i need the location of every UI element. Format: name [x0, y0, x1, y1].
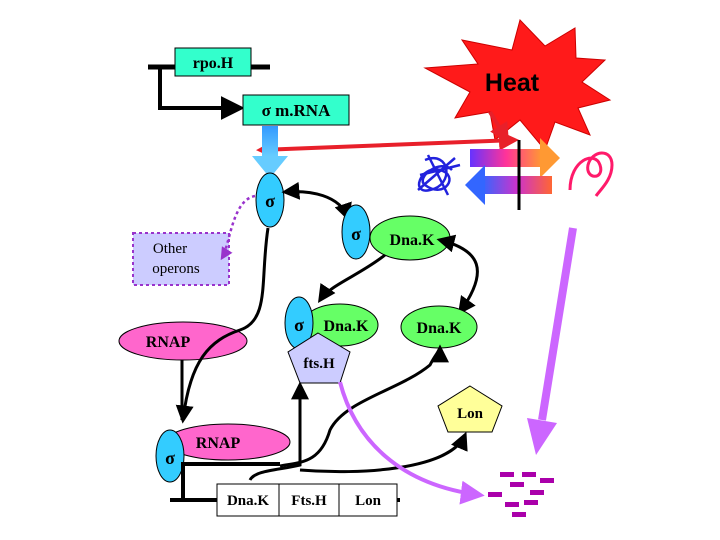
sigma-dnak-upper: σ Dna.K [341, 204, 451, 261]
folding-arrow-left-shaft [482, 176, 552, 194]
gene-ftsh-box [278, 483, 340, 517]
heat-to-arrow-red [488, 110, 510, 144]
fragment-6 [530, 490, 544, 495]
sigma-complex-symbol: σ [294, 315, 304, 335]
gene-dnak-box [216, 483, 280, 517]
transcription-arrow [158, 67, 245, 120]
dnak-complex-label: Dna.K [324, 318, 369, 335]
translation-arrow [252, 126, 288, 178]
dnak-free-label: Dna.K [417, 320, 462, 337]
dnak-synthesis-arrow [279, 344, 449, 468]
heat-shock-operon: Dna.K Fts.H Lon [170, 462, 400, 517]
rpoh-gene-label: rpo.H [193, 55, 234, 72]
dnak-to-complex-arrow [317, 253, 386, 303]
mrna-box [242, 94, 350, 126]
rpoh-gene-box [174, 47, 252, 77]
sigma-mrna: σ m.RNA [242, 94, 350, 126]
dnak-release-arrow [436, 234, 479, 315]
rnap-free: RNAP [118, 321, 248, 361]
sigma-to-holoenzyme-arrow [175, 227, 270, 424]
other-operons: Other operons [132, 232, 230, 286]
lon-protease: Lon [437, 385, 503, 433]
fragment-3 [510, 482, 524, 487]
gene-lon-box [338, 483, 398, 517]
ftsh-label: fts.H [303, 356, 335, 372]
fragment-1 [500, 472, 514, 477]
operon-promoter-line [181, 462, 280, 500]
fragment-5 [488, 492, 502, 497]
gene-dnak-label: Dna.K [227, 493, 269, 509]
sigma-holo-ellipse [155, 429, 185, 483]
ftsh-synthesis-arrow [248, 381, 309, 481]
misfolded-tangle [417, 154, 461, 196]
lon-label: Lon [457, 406, 484, 422]
dnak-free: Dna.K [400, 305, 478, 349]
heat-burst: Heat [423, 19, 612, 151]
translation-arrow-shaft [262, 126, 278, 156]
degradation-arrow-shaft [538, 227, 577, 421]
lon-pentagon [437, 385, 503, 433]
other-operons-line1: Other [153, 241, 187, 257]
sigma-dnak-lower: σ Dna.K fts.H [284, 296, 379, 384]
ftsh-degradation-arrow [338, 381, 485, 505]
sigma-bound-symbol: σ [351, 224, 361, 244]
gene-ftsh-label: Fts.H [291, 493, 327, 509]
ftsh-pentagon [287, 332, 351, 384]
peptide-fragments [488, 472, 554, 517]
other-operons-line2: operons [152, 261, 200, 277]
rpoh-gene: rpo.H [148, 47, 270, 120]
heat-label: Heat [485, 69, 540, 97]
heat-mrna-red-arrow [256, 130, 519, 160]
sigma-free: σ [255, 172, 285, 228]
holoenzyme: RNAP σ [155, 423, 291, 483]
mrna-label: σ m.RNA [262, 101, 331, 120]
folding-arrow-right-head [540, 138, 560, 178]
sigma-free-symbol: σ [265, 191, 275, 211]
dnak-bound-label: Dna.K [390, 232, 435, 249]
sigma-holo-symbol: σ [165, 448, 175, 468]
fragment-7 [505, 502, 519, 507]
sigma-to-other-operons-arrow [220, 194, 256, 261]
folding-arrow-right-shaft [470, 149, 542, 167]
folding-arrows [465, 138, 560, 210]
rnap-free-label: RNAP [146, 334, 191, 351]
fragment-9 [512, 512, 526, 517]
fragment-4 [540, 478, 554, 483]
fragment-2 [522, 472, 536, 477]
fragment-8 [524, 500, 538, 505]
sigma-dnak-binding-arrow [281, 181, 352, 222]
translation-arrow-head [252, 156, 288, 178]
gene-lon-label: Lon [355, 493, 382, 509]
folded-protein-squiggle [568, 151, 614, 197]
tangle-path-2 [417, 154, 461, 196]
sigma-bound-ellipse [341, 204, 371, 260]
degradation-arrow-head [527, 418, 557, 455]
folding-arrow-left-head [465, 165, 485, 205]
rnap-holo-label: RNAP [196, 435, 241, 452]
